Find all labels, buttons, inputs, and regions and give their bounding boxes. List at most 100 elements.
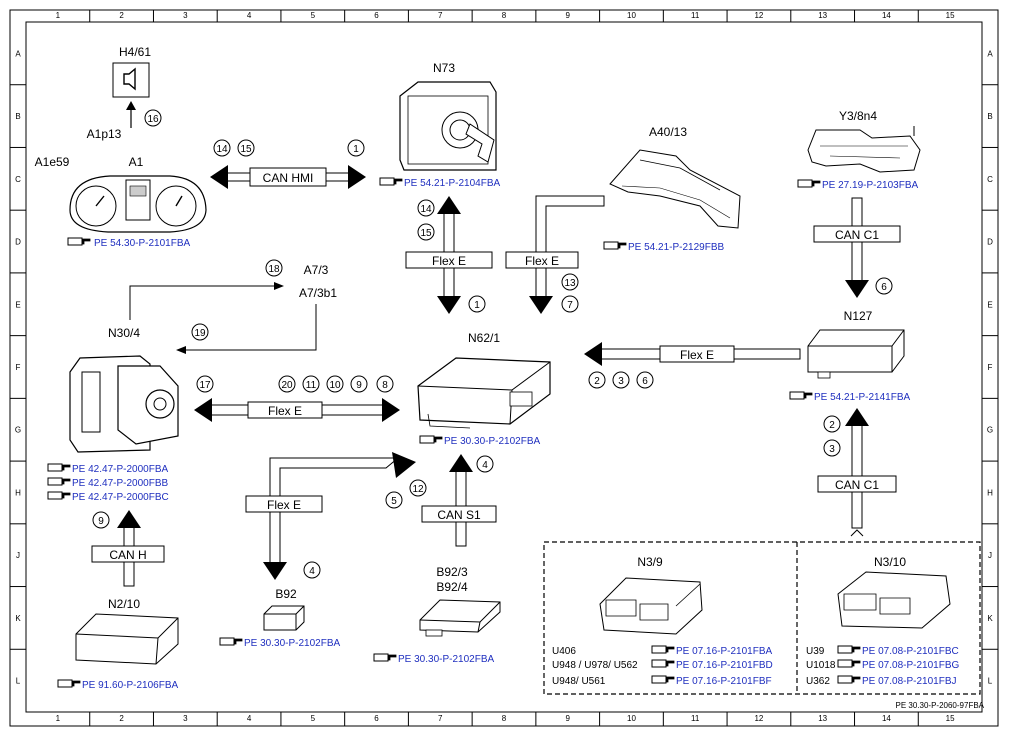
label-n127: N127 — [844, 309, 873, 323]
marker-14a: 14 — [213, 139, 231, 157]
grid-row-D-right: D — [987, 238, 993, 247]
svg-text:CAN S1: CAN S1 — [437, 508, 481, 522]
hand-ref-icon — [651, 659, 675, 668]
svg-text:3: 3 — [829, 444, 835, 455]
ref-n73: PE 54.21-P-2104FBA — [404, 178, 500, 189]
marker-18: 18 — [265, 259, 283, 277]
svg-text:Flex E: Flex E — [268, 404, 302, 418]
ref-b92-3: PE 30.30-P-2102FBA — [398, 654, 494, 665]
drawing-number: PE 30.30-P-2060-97FBA — [896, 701, 985, 710]
grid-col-4-top: 4 — [247, 11, 252, 20]
svg-text:20: 20 — [281, 380, 293, 391]
label-a1e59: A1e59 — [35, 155, 70, 169]
svg-text:Flex E: Flex E — [432, 254, 466, 268]
can-h-link: CAN H — [91, 510, 165, 587]
hand-ref-icon — [47, 491, 71, 500]
grid-row-D-left: D — [15, 238, 21, 247]
hand-ref-icon — [47, 477, 71, 486]
ref-n30-c: PE 42.47-P-2000FBC — [72, 492, 169, 503]
svg-text:CAN HMI: CAN HMI — [263, 171, 314, 185]
grid-col-6-bottom: 6 — [374, 714, 379, 723]
ref-a40: PE 54.21-P-2129FBB — [628, 242, 724, 253]
grid-row-B-left: B — [15, 112, 20, 121]
grid-col-11-bottom: 11 — [691, 714, 700, 723]
svg-text:CAN H: CAN H — [109, 548, 146, 562]
marker-15b: 15 — [417, 223, 435, 241]
n62-module-icon — [417, 357, 551, 429]
grid-row-J-right: J — [988, 551, 992, 560]
grid-row-F-right: F — [988, 363, 993, 372]
frame-inner — [25, 21, 983, 713]
grid-row-C-left: C — [15, 175, 21, 184]
svg-text:19: 19 — [194, 328, 206, 339]
label-a1p13: A1p13 — [87, 127, 122, 141]
hand-ref-icon — [789, 391, 813, 400]
marker-9b: 9 — [92, 511, 110, 529]
hand-ref-icon — [47, 463, 71, 472]
marker-8: 8 — [376, 375, 394, 393]
code-u1018: U1018 — [806, 660, 836, 671]
grid-col-10-top: 10 — [627, 11, 636, 20]
line-a7-n30 — [176, 304, 317, 354]
svg-text:16: 16 — [147, 114, 159, 125]
can-s1-link: CAN S1 — [421, 454, 497, 547]
svg-text:10: 10 — [329, 380, 341, 391]
label-a40-13: A40/13 — [649, 125, 687, 139]
grid-col-10-bottom: 10 — [627, 714, 636, 723]
svg-text:15: 15 — [420, 228, 432, 239]
can-c1-y3-n127: CAN C1 — [813, 197, 901, 298]
label-b92-3: B92/3 — [436, 565, 468, 579]
valve-body-icon — [807, 126, 921, 173]
grid-col-7-bottom: 7 — [438, 714, 443, 723]
grid-col-15-top: 15 — [946, 11, 955, 20]
svg-text:2: 2 — [594, 376, 600, 387]
svg-text:7: 7 — [567, 300, 573, 311]
n3-9-ecu-icon — [599, 577, 703, 635]
label-a7-3: A7/3 — [304, 263, 329, 277]
svg-text:1: 1 — [353, 144, 359, 155]
svg-text:14: 14 — [420, 204, 432, 215]
b92-sensor-icon — [263, 605, 305, 631]
grid-col-9-top: 9 — [566, 11, 571, 20]
grid-col-3-bottom: 3 — [183, 714, 188, 723]
svg-text:2: 2 — [829, 420, 835, 431]
ref-n3-9-a: PE 07.16-P-2101FBA — [676, 646, 772, 657]
marker-19: 19 — [191, 323, 209, 341]
hand-ref-icon — [57, 679, 81, 688]
hand-ref-icon — [603, 241, 627, 250]
grid-col-14-top: 14 — [882, 11, 891, 20]
grid-col-8-top: 8 — [502, 11, 507, 20]
grid-col-12-top: 12 — [754, 11, 763, 20]
marker-4a: 4 — [303, 561, 321, 579]
flex-e-n73-n62: Flex E — [405, 196, 493, 314]
grid-row-H-left: H — [15, 488, 21, 497]
grid-row-C-right: C — [987, 175, 993, 184]
instrument-cluster-icon — [69, 175, 207, 233]
grid-col-2-bottom: 2 — [119, 714, 124, 723]
flex-e-n127-n62: Flex E — [584, 342, 801, 366]
svg-text:CAN C1: CAN C1 — [835, 478, 879, 492]
speaker-icon — [123, 67, 136, 91]
grid-row-B-right: B — [987, 112, 992, 121]
marker-15a: 15 — [237, 139, 255, 157]
ref-n3-10-b: PE 07.08-P-2101FBG — [862, 660, 959, 671]
can-c1-n3-10-n127: CAN C1 — [817, 408, 897, 529]
grid-col-15-bottom: 15 — [946, 714, 955, 723]
esp-unit-icon — [69, 355, 179, 453]
marker-6a: 6 — [875, 277, 893, 295]
hand-ref-icon — [67, 237, 91, 246]
svg-text:Flex E: Flex E — [267, 498, 301, 512]
ref-n3-9-b: PE 07.16-P-2101FBD — [676, 660, 773, 671]
grid-col-5-top: 5 — [311, 11, 316, 20]
hand-ref-icon — [373, 653, 397, 662]
marker-2a: 2 — [588, 371, 606, 389]
code-u362: U362 — [806, 676, 830, 687]
code-u948-u978-u562: U948 / U978/ U562 — [552, 660, 638, 671]
ref-a1: PE 54.30-P-2101FBA — [94, 238, 190, 249]
ref-n3-10-c: PE 07.08-P-2101FBJ — [862, 676, 957, 687]
label-a7-3b1: A7/3b1 — [299, 286, 337, 300]
grid-row-G-left: G — [15, 426, 21, 435]
marker-7: 7 — [561, 295, 579, 313]
code-u39: U39 — [806, 646, 825, 657]
